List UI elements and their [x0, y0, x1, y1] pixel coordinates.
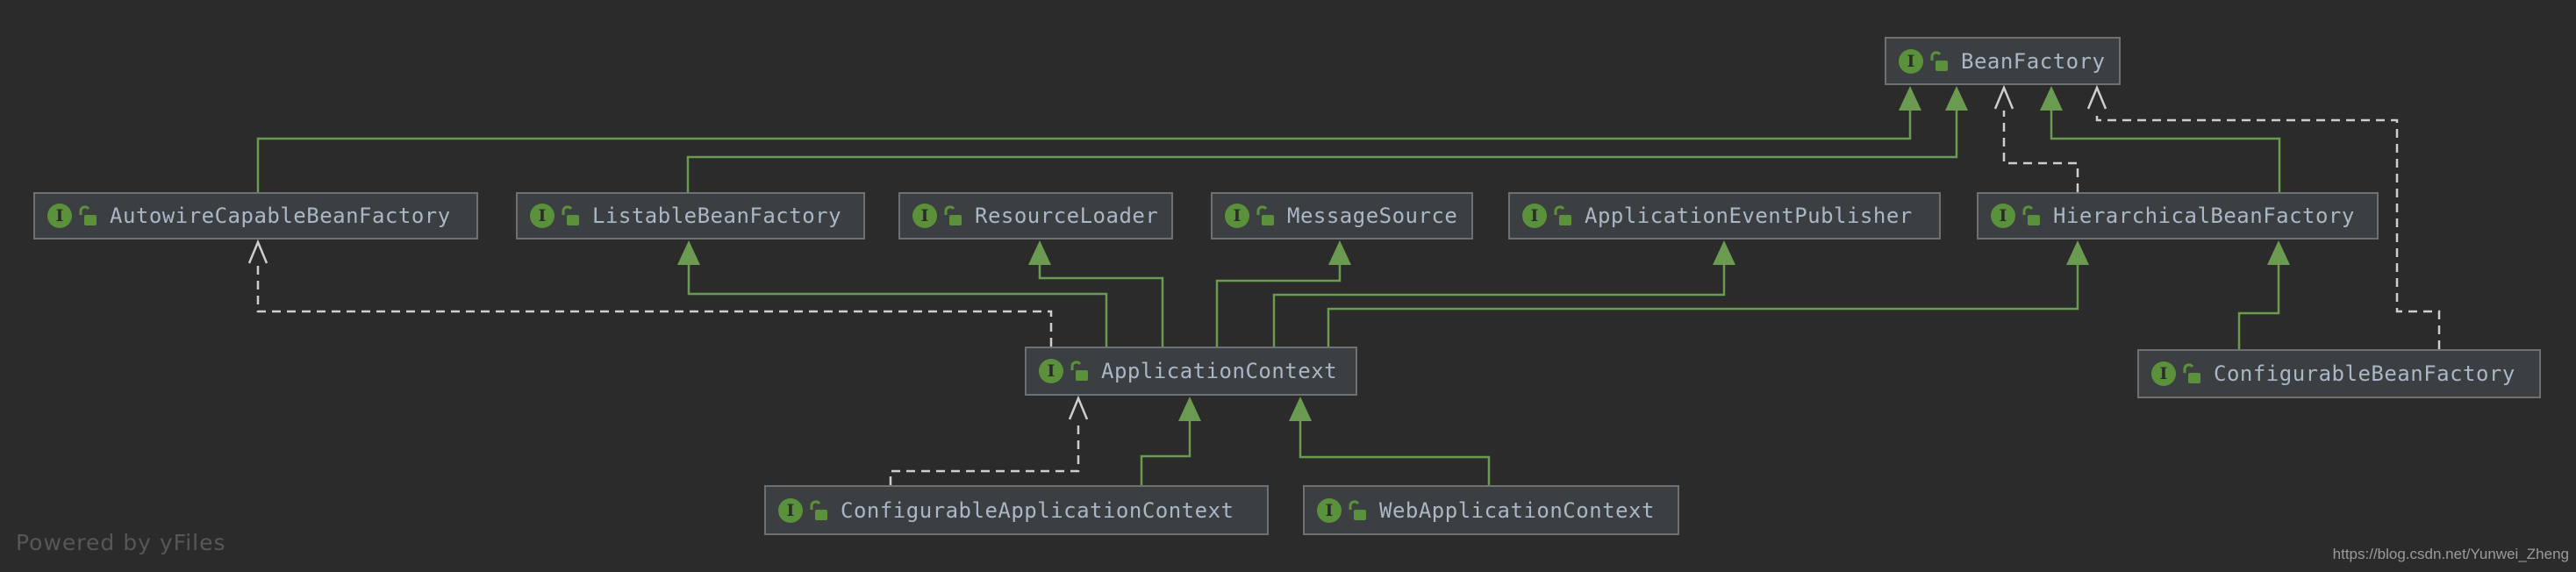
unlocked-icon	[2182, 363, 2201, 384]
powered-by-watermark: Powered by yFiles	[16, 530, 226, 555]
edge-applicationcontext-extends-listablebeanfactory	[677, 240, 1108, 347]
unlocked-icon	[561, 205, 580, 226]
edge-applicationcontext-extends-messagesource	[1215, 240, 1351, 347]
unlocked-icon	[1070, 361, 1089, 382]
interface-icon: I	[2151, 361, 2176, 386]
interface-icon: I	[1991, 204, 2015, 228]
unlocked-icon	[1348, 499, 1367, 521]
edge-listablebeanfactory-extends-beanfactory	[686, 86, 1968, 192]
node-label: ConfigurableApplicationContext	[841, 497, 1234, 523]
yfiles-link[interactable]: yFiles	[159, 530, 226, 555]
powered-by-text: Powered by	[16, 530, 160, 555]
unlocked-icon	[943, 205, 962, 226]
class-node-configurablebeanfactory[interactable]: I ConfigurableBeanFactory	[2137, 349, 2541, 398]
node-label: AutowireCapableBeanFactory	[110, 204, 451, 228]
interface-icon: I	[778, 497, 803, 523]
edge-configurablebeanfactory-dependency-beanfactory	[2086, 84, 2441, 349]
class-node-messagesource[interactable]: I MessageSource	[1211, 192, 1473, 240]
class-node-resourceloader[interactable]: I ResourceLoader	[898, 192, 1173, 240]
interface-icon: I	[1899, 48, 1923, 74]
node-label: ResourceLoader	[975, 204, 1159, 228]
unlocked-icon	[1929, 50, 1949, 72]
class-node-hierarchicalbeanfactory[interactable]: I HierarchicalBeanFactory	[1977, 192, 2379, 240]
node-label: ConfigurableBeanFactory	[2214, 361, 2515, 386]
edge-webapplicationcontext-extends-applicationcontext	[1289, 397, 1491, 485]
interface-icon: I	[47, 204, 72, 228]
edge-autowirecapablebeanfactory-extends-beanfactory	[256, 86, 1921, 192]
node-label: WebApplicationContext	[1379, 497, 1655, 523]
edge-applicationcontext-extends-hierarchicalbeanfactory	[1327, 240, 2089, 347]
edge-applicationcontext-dependency-autowirecapablebeanfactory	[247, 239, 1053, 347]
interface-icon: I	[1039, 359, 1063, 383]
interface-icon: I	[1225, 204, 1249, 228]
node-label: BeanFactory	[1961, 48, 2106, 74]
footer-url: https://blog.csdn.net/Yunwei_Zheng	[2332, 546, 2569, 562]
edge-configurableapplicationcontext-extends-applicationcontext	[1140, 397, 1201, 485]
class-node-applicationcontext[interactable]: I ApplicationContext	[1025, 347, 1357, 396]
class-node-beanfactory[interactable]: I BeanFactory	[1885, 37, 2121, 85]
node-label: MessageSource	[1287, 204, 1458, 228]
edge-hierarchicalbeanfactory-dependency-beanfactory	[1993, 84, 2079, 192]
unlocked-icon	[1553, 205, 1572, 226]
class-node-configurableapplicationcontext[interactable]: I ConfigurableApplicationContext	[764, 485, 1269, 535]
edge-hierarchicalbeanfactory-extends-beanfactory	[2040, 86, 2281, 192]
node-label: ApplicationContext	[1101, 359, 1338, 383]
edge-configurablebeanfactory-extends-hierarchicalbeanfactory	[2237, 240, 2290, 349]
class-node-applicationeventpublisher[interactable]: I ApplicationEventPublisher	[1508, 192, 1941, 240]
interface-icon: I	[1317, 497, 1342, 523]
node-label: ListableBeanFactory	[592, 204, 842, 228]
node-label: HierarchicalBeanFactory	[2053, 204, 2355, 228]
unlocked-icon	[1256, 205, 1275, 226]
interface-icon: I	[1522, 204, 1547, 228]
edge-applicationcontext-extends-applicationeventpublisher	[1272, 240, 1735, 347]
node-label: ApplicationEventPublisher	[1585, 204, 1913, 228]
unlocked-icon	[2021, 205, 2041, 226]
interface-icon: I	[530, 204, 555, 228]
unlocked-icon	[809, 499, 828, 521]
class-node-listablebeanfactory[interactable]: I ListableBeanFactory	[516, 192, 865, 240]
edge-configurableapplicationcontext-dependency-applicationcontext	[889, 395, 1089, 485]
edge-applicationcontext-extends-resourceloader	[1028, 240, 1164, 347]
unlocked-icon	[78, 205, 97, 226]
class-node-autowirecapablebeanfactory[interactable]: I AutowireCapableBeanFactory	[33, 192, 478, 240]
class-node-webapplicationcontext[interactable]: I WebApplicationContext	[1303, 485, 1679, 535]
interface-icon: I	[912, 204, 937, 228]
